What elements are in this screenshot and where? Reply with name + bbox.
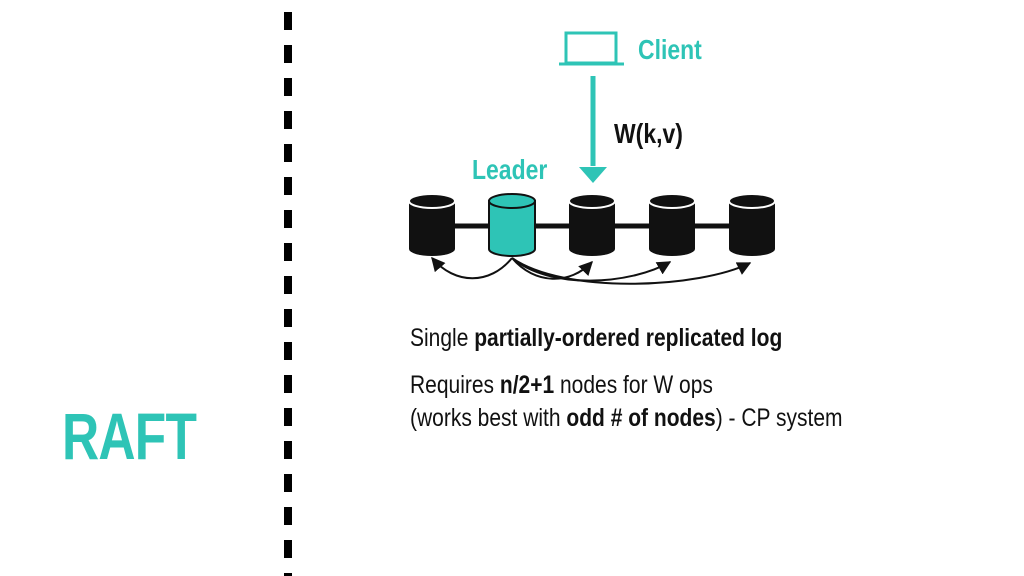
note-line-2: Requires n/2+1 nodes for W ops xyxy=(410,371,713,399)
replication-arrows xyxy=(431,256,752,285)
dashed-divider xyxy=(284,12,292,576)
leader-db-icon xyxy=(488,193,536,257)
notes: Single partially-ordered replicated log … xyxy=(410,322,843,435)
slide-title: RAFT xyxy=(62,399,197,473)
node-db-icon xyxy=(568,193,616,256)
note-line-3: (works best with odd # of nodes) - CP sy… xyxy=(410,404,843,432)
note-line-1: Single partially-ordered replicated log xyxy=(410,324,783,352)
node-db-icon xyxy=(728,193,776,256)
node-db-icon xyxy=(648,193,696,256)
node-db-icon xyxy=(408,193,456,256)
leader-label: Leader xyxy=(472,154,548,185)
write-arrow xyxy=(579,76,607,183)
laptop-icon xyxy=(559,31,624,66)
write-op-label: W(k,v) xyxy=(614,118,683,149)
client-label: Client xyxy=(638,34,702,65)
